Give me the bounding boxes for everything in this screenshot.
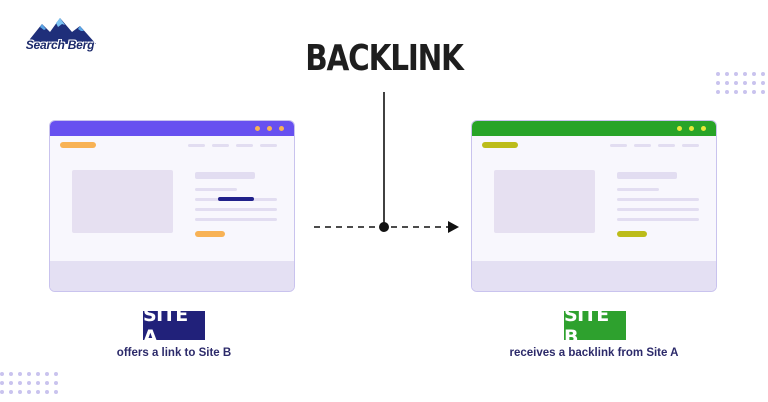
decorative-dot [716, 81, 720, 85]
site-b-content [472, 136, 716, 263]
decorative-dot [761, 72, 765, 76]
site-b-logo-placeholder [482, 142, 518, 148]
brand-logo: Search Berg [18, 16, 102, 60]
decorative-dot [45, 372, 49, 376]
decorative-dot [9, 381, 13, 385]
decorative-dot-grid [716, 72, 768, 94]
nav-placeholder [212, 144, 229, 147]
site-b-window [471, 120, 717, 292]
image-placeholder [72, 170, 173, 233]
decorative-dot [54, 390, 58, 394]
nav-placeholder [682, 144, 699, 147]
decorative-dot [734, 81, 738, 85]
button-placeholder [195, 231, 225, 237]
text-placeholder [195, 218, 277, 221]
decorative-dot [45, 381, 49, 385]
decorative-dot [9, 390, 13, 394]
decorative-dot [725, 72, 729, 76]
decorative-dot [27, 381, 31, 385]
junction-dot [379, 222, 389, 232]
site-a-badge: SITE A [143, 304, 205, 348]
text-placeholder [617, 208, 699, 211]
decorative-dot [743, 81, 747, 85]
decorative-dot [716, 72, 720, 76]
decorative-dot [743, 72, 747, 76]
heading-placeholder [195, 172, 255, 179]
decorative-dot [0, 381, 4, 385]
decorative-dot [18, 390, 22, 394]
arrow-right-icon [448, 221, 459, 233]
decorative-dot [54, 372, 58, 376]
decorative-dot [761, 90, 765, 94]
decorative-dot [36, 372, 40, 376]
site-a-caption: offers a link to Site B [116, 347, 232, 359]
heading-placeholder [617, 172, 677, 179]
site-a-footer-band [50, 261, 294, 291]
text-placeholder [195, 208, 277, 211]
nav-placeholder [634, 144, 651, 147]
nav-placeholder [658, 144, 675, 147]
site-b-footer-band [472, 261, 716, 291]
decorative-dot [9, 372, 13, 376]
decorative-dot [27, 372, 31, 376]
page-title: BACKLINK [305, 38, 464, 79]
site-b-badge: SITE B [564, 304, 626, 348]
decorative-dot [752, 90, 756, 94]
decorative-dot [36, 381, 40, 385]
outbound-link-highlight [218, 197, 254, 201]
site-b-caption: receives a backlink from Site A [509, 347, 679, 359]
text-placeholder [617, 188, 659, 191]
decorative-dot [734, 90, 738, 94]
decorative-dot [743, 90, 747, 94]
decorative-dot [734, 72, 738, 76]
decorative-dot [27, 390, 31, 394]
decorative-dot [45, 390, 49, 394]
mountain-logo-icon [26, 18, 96, 44]
brand-name: Search Berg [25, 38, 95, 52]
site-a-titlebar [50, 121, 294, 136]
decorative-dot [725, 81, 729, 85]
nav-placeholder [188, 144, 205, 147]
decorative-dot [716, 90, 720, 94]
site-a-window [49, 120, 295, 292]
decorative-dot [0, 390, 4, 394]
window-dots-icon [677, 126, 706, 131]
nav-placeholder [610, 144, 627, 147]
decorative-dot [54, 381, 58, 385]
text-placeholder [617, 198, 699, 201]
decorative-dot [0, 372, 4, 376]
decorative-dot-grid [0, 372, 58, 394]
button-placeholder [617, 231, 647, 237]
decorative-dot [761, 81, 765, 85]
site-a-logo-placeholder [60, 142, 96, 148]
decorative-dot [725, 90, 729, 94]
decorative-dot [18, 372, 22, 376]
image-placeholder [494, 170, 595, 233]
decorative-dot [18, 381, 22, 385]
decorative-dot [752, 72, 756, 76]
site-a-content [50, 136, 294, 291]
site-b-titlebar [472, 121, 716, 136]
window-dots-icon [255, 126, 284, 131]
decorative-dot [752, 81, 756, 85]
text-placeholder [617, 218, 699, 221]
nav-placeholder [260, 144, 277, 147]
decorative-dot [36, 390, 40, 394]
nav-placeholder [236, 144, 253, 147]
text-placeholder [195, 188, 237, 191]
